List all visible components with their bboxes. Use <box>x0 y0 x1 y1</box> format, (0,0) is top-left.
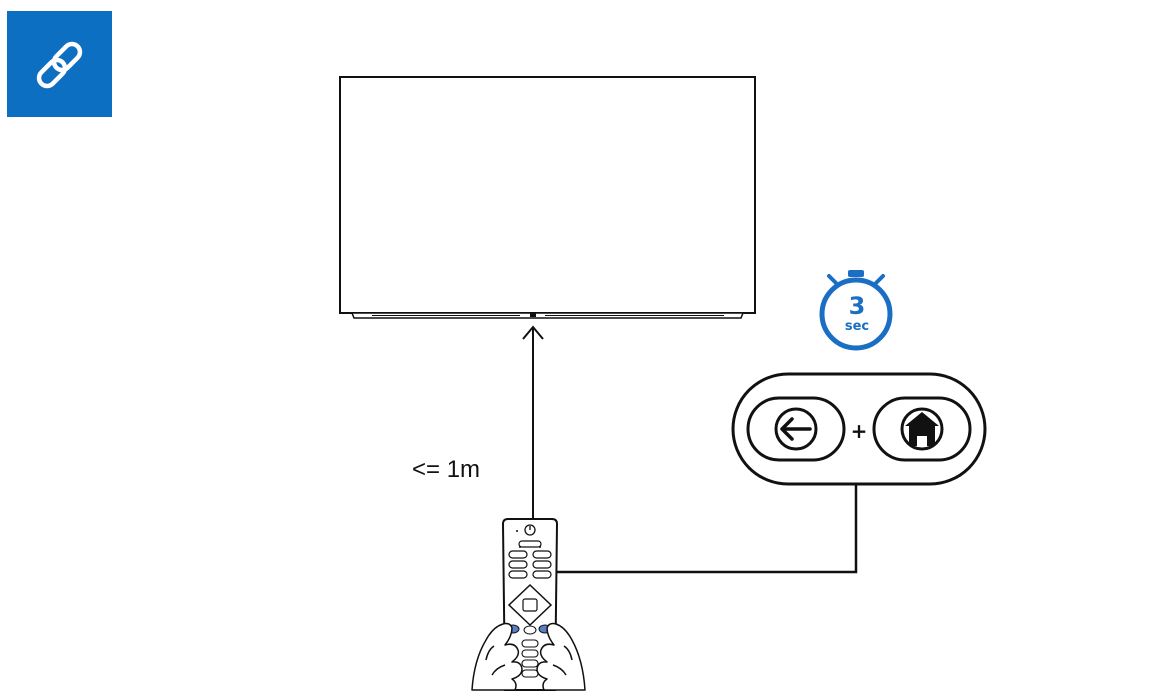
arrow-left-icon <box>774 407 818 451</box>
home-button <box>872 396 972 462</box>
home-icon <box>900 407 944 451</box>
power-button <box>524 524 536 536</box>
link-badge <box>7 11 112 117</box>
distance-label: <= 1m <box>412 456 480 483</box>
button-panel: + <box>731 372 987 486</box>
timer-value: 3 <box>849 292 866 320</box>
back-button <box>746 396 846 462</box>
distance-arrow <box>522 325 544 520</box>
tv <box>339 76 756 319</box>
plus-sign: + <box>851 419 868 443</box>
left-hand <box>471 622 523 691</box>
right-hand <box>536 622 586 691</box>
connector-line <box>556 484 858 574</box>
link-icon <box>7 11 112 117</box>
timer-unit: sec <box>845 319 869 334</box>
timer-icon: 3 sec <box>819 270 893 351</box>
